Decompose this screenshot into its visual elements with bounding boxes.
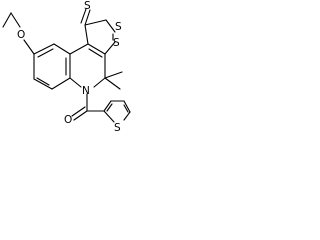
bond-methyl-1 <box>104 71 123 79</box>
bond-c-c-fused-double <box>87 43 106 55</box>
bond-dithiole-3 <box>105 19 116 33</box>
ether-oxygen-label: O <box>17 29 25 41</box>
bond-methyl-2 <box>104 77 121 90</box>
structure-diagram: O S S S N O S <box>2 0 131 134</box>
ring-sulfur-1-label: S <box>115 21 122 33</box>
bond-benzene-2 <box>53 43 71 55</box>
bond-thiophene-1 <box>103 100 112 112</box>
bond-benzene-4 <box>51 77 71 90</box>
bond-n-aryl <box>69 77 82 88</box>
bond-ch2-o <box>10 12 21 28</box>
bond-thiophene-inner-2 <box>123 104 129 113</box>
bond-benzene-inner-3 <box>36 77 50 86</box>
bond-o-aryl <box>23 39 35 55</box>
carbonyl-oxygen-label: O <box>64 114 72 126</box>
bond-cme2-n <box>93 77 106 88</box>
ring-sulfur-2-label: S <box>113 37 120 49</box>
bond-cs-double-2 <box>80 8 87 24</box>
bond-cs-double-1 <box>84 9 91 26</box>
exocyclic-sulfur-label: S <box>84 0 91 12</box>
bond-co-double-2 <box>71 106 86 117</box>
bond-thiophene-4 <box>123 111 131 121</box>
ring-nitrogen-label: N <box>82 85 90 97</box>
bond-dithiole-2 <box>84 19 107 26</box>
bond-benzene-1 <box>33 43 55 55</box>
bond-co-double-1 <box>73 110 88 121</box>
bond-benzene-inner-1 <box>37 48 54 58</box>
bond-c-c-fused-double-inner <box>88 48 103 58</box>
thiophene-sulfur-label: S <box>114 122 121 134</box>
bond-thiophene-5 <box>103 110 115 123</box>
bond-c-c-fused-top <box>69 43 89 55</box>
bond-dithiole-4 <box>104 41 116 55</box>
bond-benzene-5 <box>33 78 53 90</box>
bond-thiophene-inner-1 <box>106 103 113 112</box>
bond-ch3-ch2 <box>2 12 12 28</box>
bond-dithiole-1 <box>84 24 89 45</box>
bond-thiophene-3 <box>123 100 131 113</box>
